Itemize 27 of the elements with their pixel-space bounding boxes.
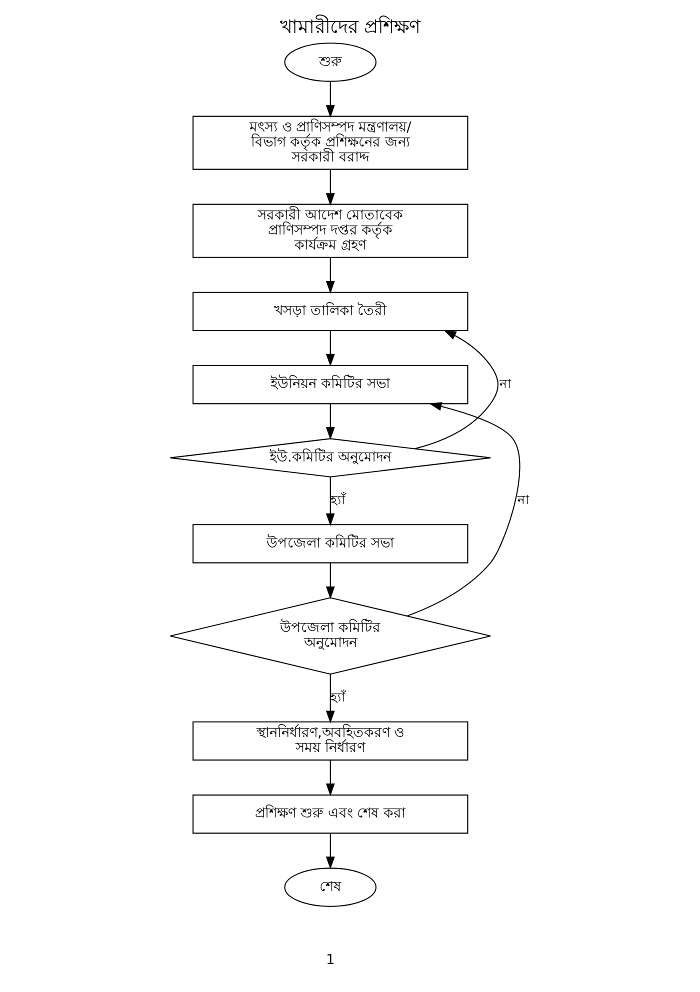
arrow [406, 402, 520, 616]
node-box: ইউনিয়ন কমিটির সভা [192, 364, 468, 404]
edge-label: না [499, 375, 512, 390]
node-box: মৎস্য ও প্রাণিসম্পদ মন্ত্রণালয়/ বিভাগ কর্তৃক প্রশিক্ষনের জন্য সরকারী বরাদ্দ [192, 115, 468, 170]
node-ellipse: শেষ [284, 867, 377, 906]
node-ellipse: শুরু [284, 42, 377, 82]
arrow [326, 257, 335, 294]
arrow [326, 80, 335, 118]
node-diamond: ইউ.কমিটির অনুমোদন [170, 438, 492, 477]
node-box: উপজেলা কমিটির সভা [192, 524, 468, 563]
arrow [326, 760, 335, 796]
node-box: প্রশিক্ষণ শুরু এবং শেষ করা [192, 794, 468, 834]
label: 1 [326, 952, 335, 968]
arrow [326, 403, 335, 440]
arrow [326, 562, 335, 599]
node-box: খসড়া তালিকা তৈরী [192, 291, 468, 331]
node-diamond: উপজেলা কমিটির অনুমোদন [170, 596, 492, 674]
arrow [414, 330, 498, 449]
diagram-title: খামারীদের প্রশিক্ষণ [280, 15, 420, 38]
edge-label: না [517, 492, 530, 507]
node-box: স্থাননির্ধারণ,অবহিতকরণ ও সময় নির্ধারণ [192, 720, 468, 760]
arrow [326, 674, 335, 723]
arrow [326, 330, 335, 366]
arrow [326, 476, 335, 526]
arrow [326, 832, 335, 869]
node-box: সরকারী আদেশ মোতাবেক প্রাণিসম্পদ দপ্তর কর্তৃক কার্যক্রম গ্রহণ [192, 203, 468, 258]
arrow [326, 169, 335, 206]
